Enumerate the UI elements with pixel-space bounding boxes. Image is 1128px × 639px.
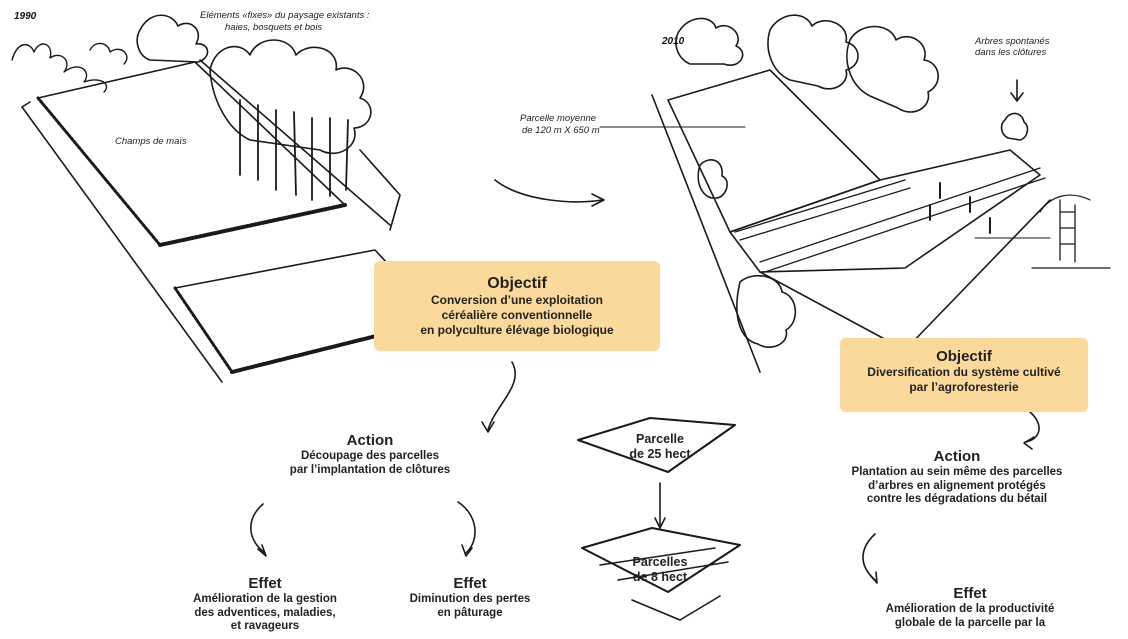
parcel-8ha-line2: de 8 hect [632, 570, 688, 584]
action-2-line2: d’arbres en alignement protégés [868, 479, 1046, 492]
effect-3-heading: Effet [953, 585, 987, 602]
effect-2: Effet Diminution des pertes en pâturage [385, 575, 555, 620]
parcel-size-note-line2: de 120 m X 650 m [522, 125, 600, 136]
year-1990-label: 1990 [14, 11, 37, 22]
objective-2-line1: Diversification du système cultivé [867, 365, 1061, 379]
action-1: Action Découpage des parcelles par l’imp… [240, 432, 500, 477]
transition-arrow [494, 179, 603, 203]
tree-cluster-right [675, 17, 744, 66]
action-2-line1: Plantation au sein même des parcelles [851, 466, 1063, 478]
fixed-elements-note-line1: Eléments «fixes» du paysage existants : [200, 10, 370, 21]
flow-arrows [250, 361, 1040, 584]
effect-3-line2: globale de la parcelle par la [894, 616, 1046, 629]
parcel-25ha-line2: de 25 hect [629, 447, 691, 461]
parcel-8ha [581, 527, 741, 593]
effect-2-line2: en pâturage [437, 606, 503, 619]
effect-3: Effet Amélioration de la productivité gl… [840, 585, 1100, 630]
spontaneous-trees-note-line1: Arbres spontanés [975, 36, 1050, 47]
effect-1-line1: Amélioration de la gestion [193, 593, 337, 605]
fixed-elements-note-line2: haies, bosquets et bois [225, 22, 323, 33]
road-edge [21, 106, 223, 383]
action-1-heading: Action [346, 432, 394, 449]
objective-1-line2: céréalière conventionnelle [441, 308, 593, 322]
objective-2-heading: Objectif [936, 348, 992, 365]
effect-2-line1: Diminution des pertes [409, 593, 531, 605]
year-2010-label: 2010 [662, 36, 685, 47]
woodland [209, 39, 372, 155]
objective-1-line1: Conversion d’une exploitation [430, 293, 603, 307]
road-edge-right [651, 94, 761, 373]
parcel-size-note-line1: Parcelle moyenne [520, 113, 597, 124]
action-2: Action Plantation au sein même des parce… [822, 448, 1092, 507]
action-2-line3: contre les dégradations du bétail [866, 493, 1048, 505]
parcel-25ha-label: Parcelle de 25 hect [610, 432, 710, 462]
spontaneous-trees-note-line2: dans les clôtures [975, 47, 1047, 58]
action-1-line1: Découpage des parcelles [300, 450, 440, 462]
paddock-1 [667, 69, 881, 233]
hedge [11, 43, 108, 93]
effect-3-line1: Amélioration de la productivité [885, 603, 1055, 615]
objective-2-line2: par l’agroforesterie [909, 380, 1019, 394]
parcel-8ha-line1: Parcelles [632, 555, 688, 569]
cornfield-label: Champs de maïs [115, 136, 187, 147]
objective-box-1: Objectif Conversion d’une exploitation c… [374, 261, 660, 351]
objective-box-2: Objectif Diversification du système cult… [840, 338, 1088, 412]
effect-1-line3: et ravageurs [230, 620, 300, 632]
objective-1-heading: Objectif [487, 275, 547, 292]
parcel-8ha-label: Parcelles de 8 hect [610, 555, 710, 585]
tree-guard-detail [1059, 199, 1076, 263]
effect-2-heading: Effet [453, 575, 487, 592]
effect-1-heading: Effet [248, 575, 282, 592]
action-1-line2: par l’implantation de clôtures [289, 463, 451, 476]
parcel-25ha-line1: Parcelle [636, 432, 684, 446]
action-2-heading: Action [933, 448, 981, 465]
parcel-25ha [577, 417, 736, 473]
effect-1: Effet Amélioration de la gestion des adv… [160, 575, 370, 634]
tree-cluster [136, 14, 209, 63]
effect-1-line2: des adventices, maladies, [194, 606, 336, 619]
sketch-2010 [599, 14, 1111, 373]
objective-1-line3: en polyculture élévage biologique [420, 323, 614, 337]
paddock-2 [729, 149, 1041, 273]
